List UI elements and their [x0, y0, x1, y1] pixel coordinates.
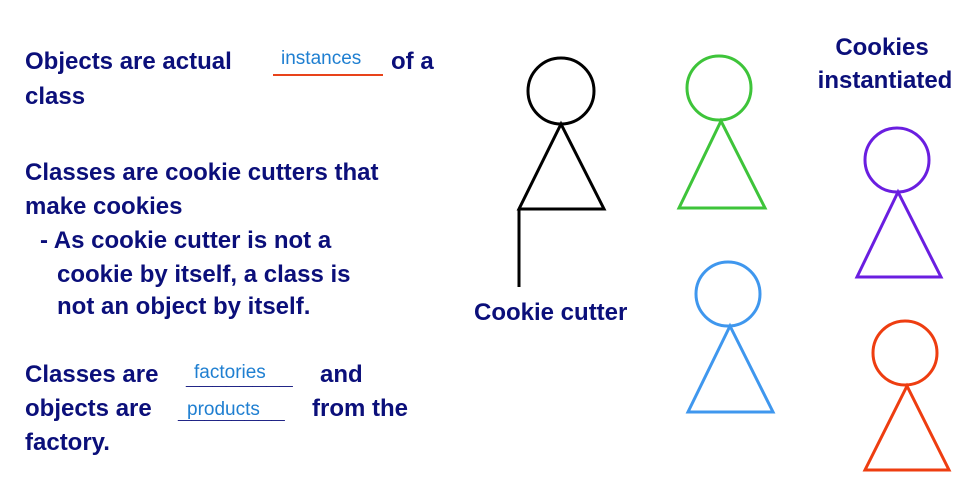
statement-classes-are: Classes are [25, 358, 158, 392]
statement-factory: factory. [25, 426, 110, 460]
cookie-purple [854, 126, 944, 279]
blank-products: products [187, 399, 260, 420]
cutter-head [526, 56, 596, 126]
text-factory: factory. [25, 429, 110, 456]
cookie-orange-head [871, 319, 939, 387]
blank-factories: factories [194, 362, 266, 383]
cookie-purple-body [854, 188, 944, 279]
bullet-line-3: not an object by itself. [57, 290, 310, 324]
cookie-orange [862, 319, 952, 472]
cookie-blue-head [694, 260, 762, 328]
cookie-blue [685, 260, 776, 414]
cookie-purple-head [863, 126, 931, 194]
text-make-cookies: make cookies [25, 193, 183, 220]
statement-objects-of-a: of a [391, 45, 434, 79]
cookie-green-body [676, 117, 768, 210]
label-cookie-cutter: Cookie cutter [474, 299, 627, 326]
text-underscores-1: ________ [186, 363, 293, 390]
statement-and: and [320, 358, 363, 392]
cutter-body [516, 120, 607, 211]
bullet-line-1: - As cookie cutter is not a [40, 224, 331, 258]
cookie-green-head [685, 54, 753, 122]
blank-instances: instances [281, 48, 362, 69]
text-classes-are: Classes are [25, 361, 159, 388]
text-and: and [320, 361, 363, 388]
blank-underscores-1: ________ [186, 360, 293, 394]
text-bullet-3: not an object by itself. [57, 293, 311, 320]
text-from-the: from the [312, 395, 408, 422]
text-objects-are-actual: Objects are actual [25, 48, 232, 75]
label-cookies: Cookies [835, 34, 928, 61]
statement-from-the: from the [312, 392, 408, 426]
text-bullet-1: - As cookie cutter is not a [40, 227, 332, 254]
text-bullet-2: cookie by itself, a class is [57, 261, 351, 288]
bullet-line-2: cookie by itself, a class is [57, 258, 350, 292]
statement-objects-line1: Objects are actual [25, 45, 232, 79]
text-underscores-2: ________ [178, 397, 285, 424]
text-of-a: of a [391, 48, 434, 75]
instances-underline [273, 74, 383, 76]
statement-class: class [25, 80, 85, 114]
text-objects-are: objects are [25, 395, 152, 422]
statement-make-cookies: make cookies [25, 190, 182, 224]
text-classes-are-cookie-cutters: Classes are cookie cutters that [25, 159, 379, 186]
statement-classes-cookie-cutters: Classes are cookie cutters that [25, 156, 379, 190]
cookie-orange-body [862, 382, 952, 472]
cookie-cutter-figure [516, 56, 607, 287]
text-class: class [25, 83, 86, 110]
label-instantiated: instantiated [818, 67, 953, 94]
cookie-green [676, 54, 768, 210]
blank-underscores-2: ________ [178, 394, 285, 428]
cookie-blue-body [685, 322, 776, 414]
statement-objects-are: objects are [25, 392, 152, 426]
